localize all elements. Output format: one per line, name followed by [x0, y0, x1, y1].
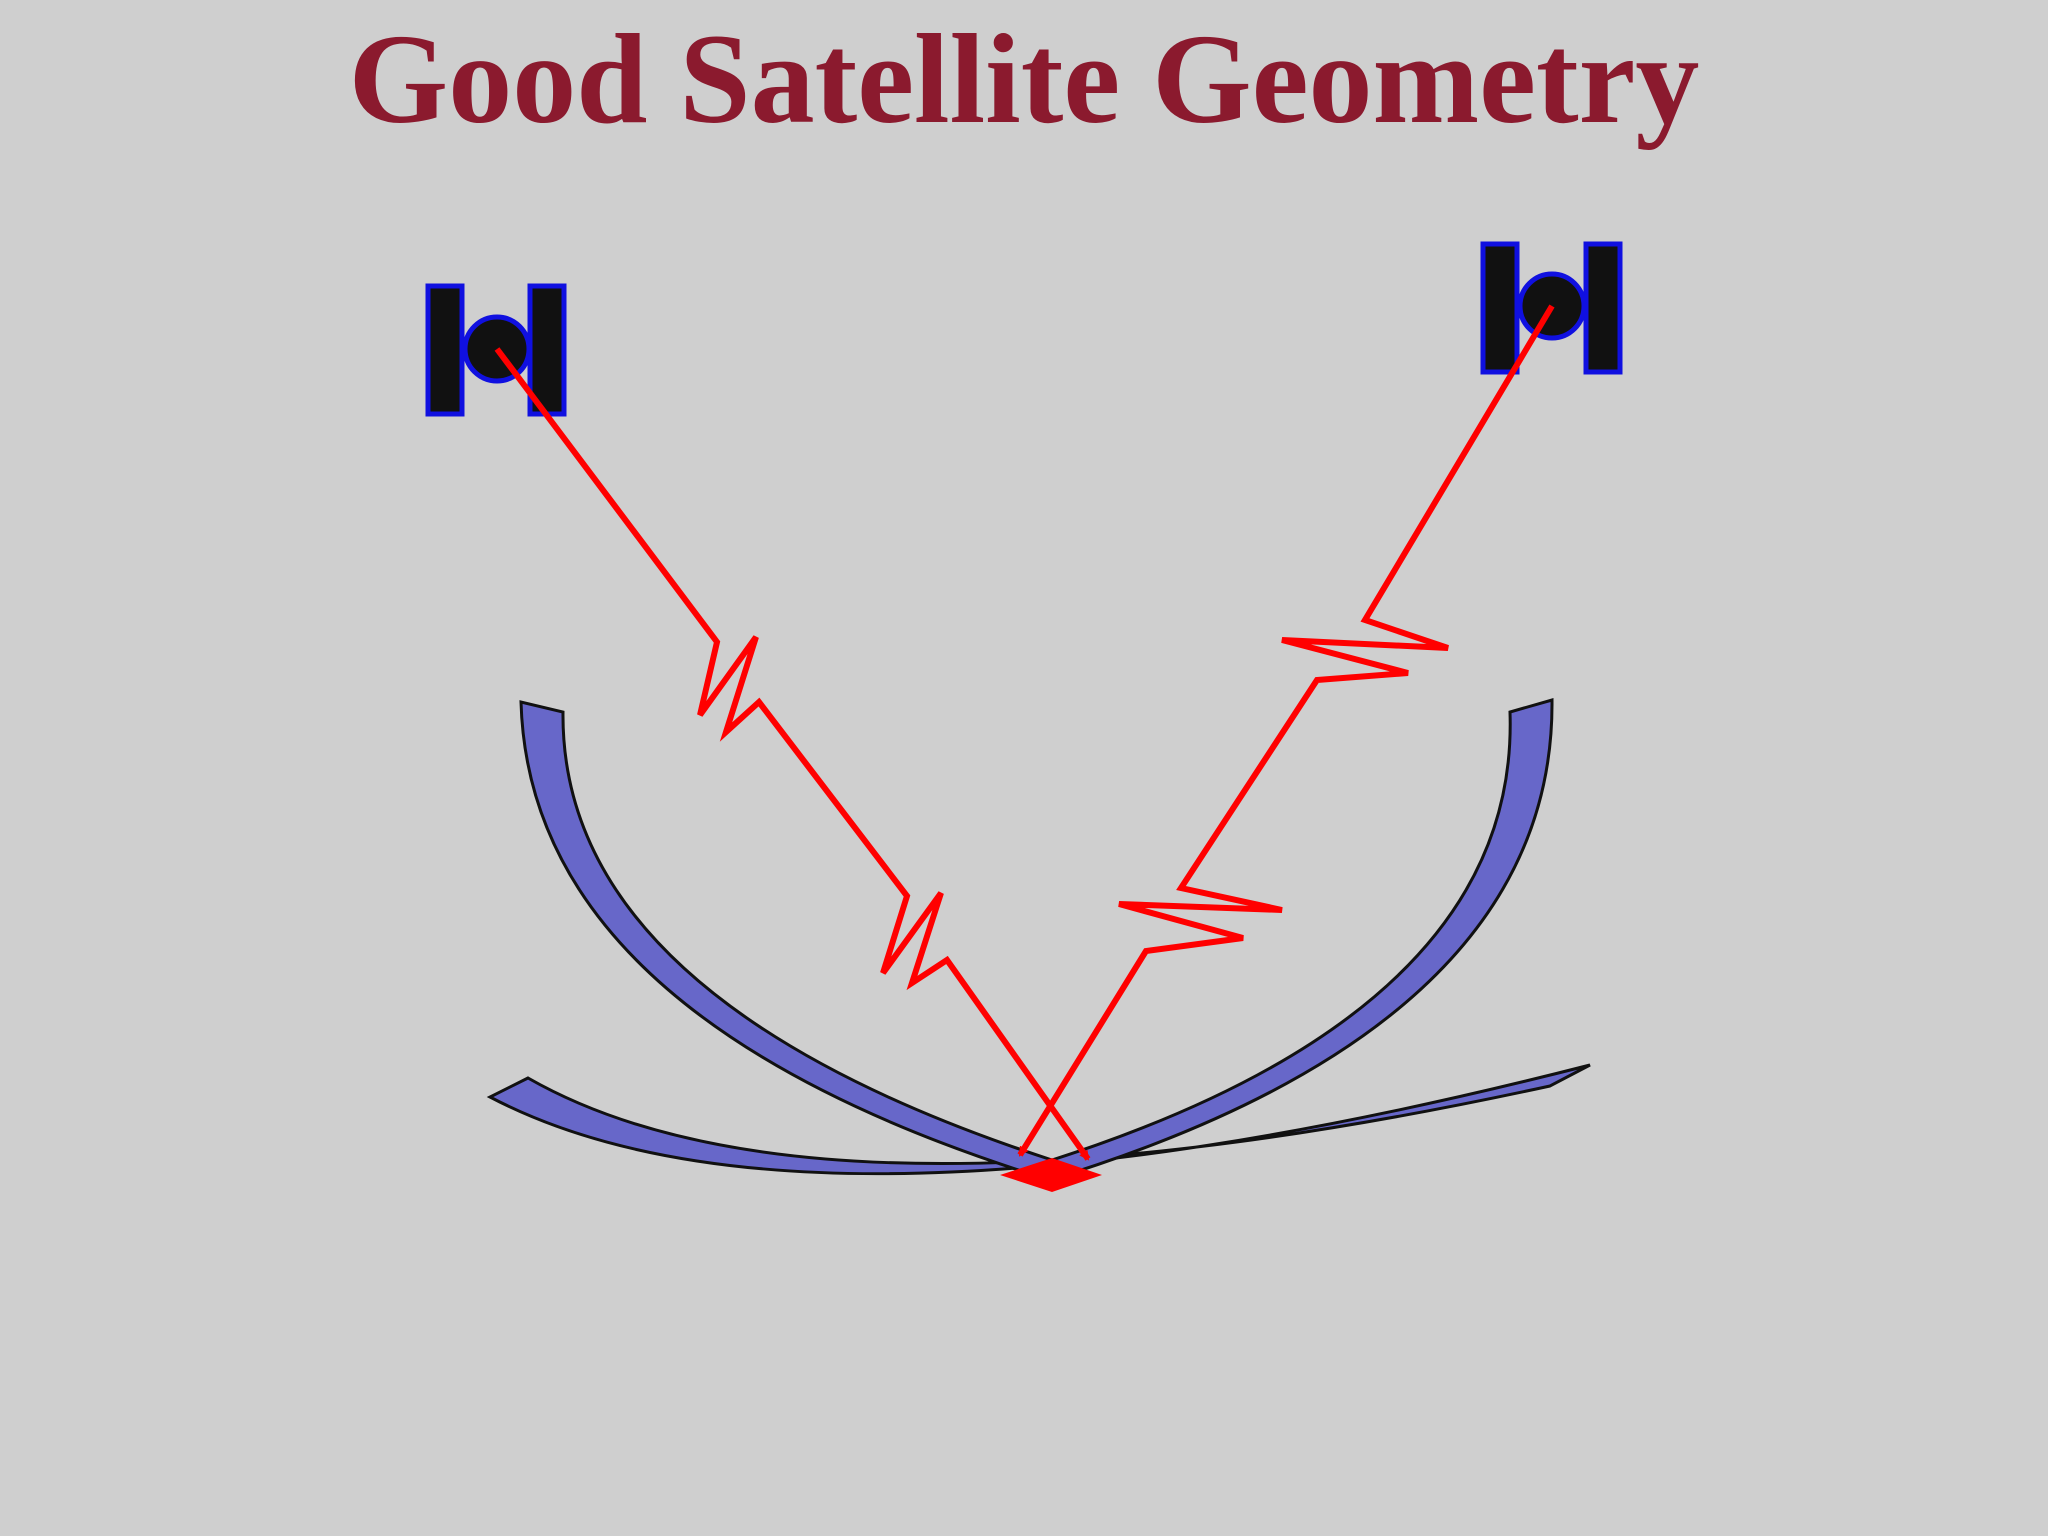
position-fix-marker: [1000, 1158, 1102, 1192]
range-band-right-satellite: [519, 698, 1554, 1182]
satellite-right-panel-right: [1583, 241, 1623, 375]
satellite-icon: [1480, 241, 1623, 375]
satellite-left-panel-left: [425, 283, 465, 417]
satellite-right-panel-left: [1480, 241, 1520, 375]
slide-title: Good Satellite Geometry: [348, 8, 1700, 150]
range-band-left-satellite: [486, 1063, 1591, 1176]
signal-path-right: [1017, 304, 1555, 1157]
signal-path-left: [494, 347, 1091, 1161]
